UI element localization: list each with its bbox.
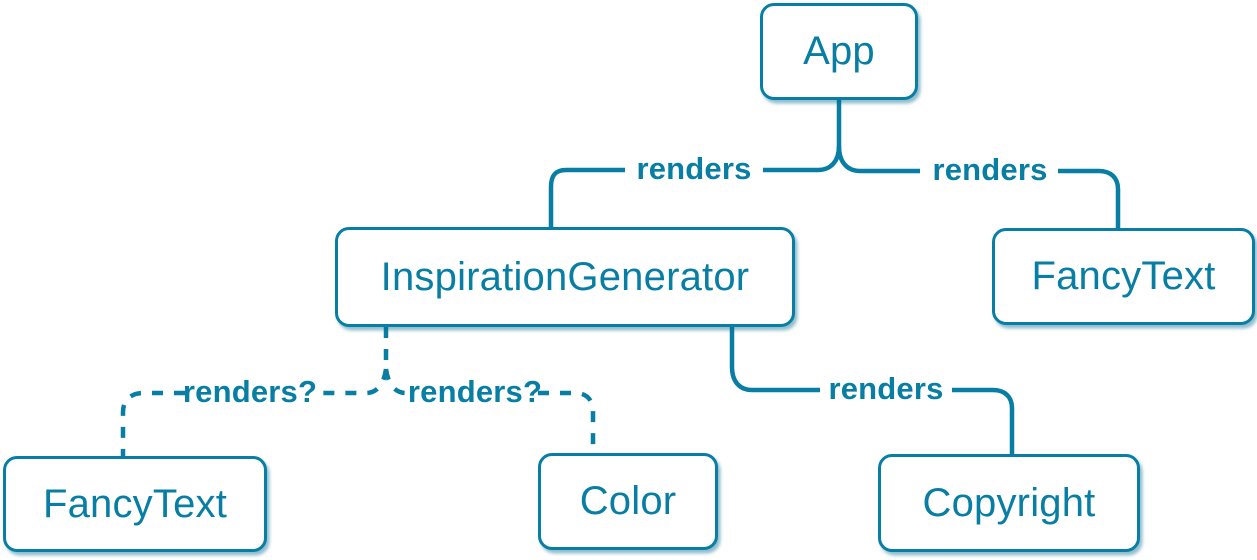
edge-app-to-fancy-text — [836, 145, 1121, 228]
node-color-label: Color — [579, 479, 677, 523]
edge-inspiration-generator-to-color — [383, 368, 596, 453]
node-fancy-text-bottom: FancyText — [3, 456, 267, 552]
node-inspiration-generator-label: InspirationGenerator — [380, 254, 750, 299]
node-app-label: App — [803, 29, 875, 73]
node-color: Color — [538, 453, 718, 550]
edge-label-renders-app-to-inspiration-generator: renders — [636, 151, 752, 186]
edge-inspiration-generator-to-copyright — [729, 327, 1015, 454]
node-copyright: Copyright — [878, 454, 1140, 552]
edge-label-renders-inspiration-generator-to-copyright: renders — [828, 371, 944, 406]
node-fancy-text-bottom-label: FancyText — [42, 481, 228, 526]
node-app: App — [760, 3, 918, 100]
edge-label-renders-inspiration-generator-to-color: renders? — [407, 374, 543, 409]
node-copyright-label: Copyright — [922, 480, 1096, 525]
node-inspiration-generator: InspirationGenerator — [335, 227, 795, 327]
edge-label-renders-inspiration-generator-to-fancy-text: renders? — [182, 374, 318, 409]
node-fancy-text-top: FancyText — [992, 228, 1255, 325]
node-fancy-text-top-label: FancyText — [1031, 254, 1216, 298]
edge-label-renders-app-to-fancy-text: renders — [932, 152, 1048, 187]
